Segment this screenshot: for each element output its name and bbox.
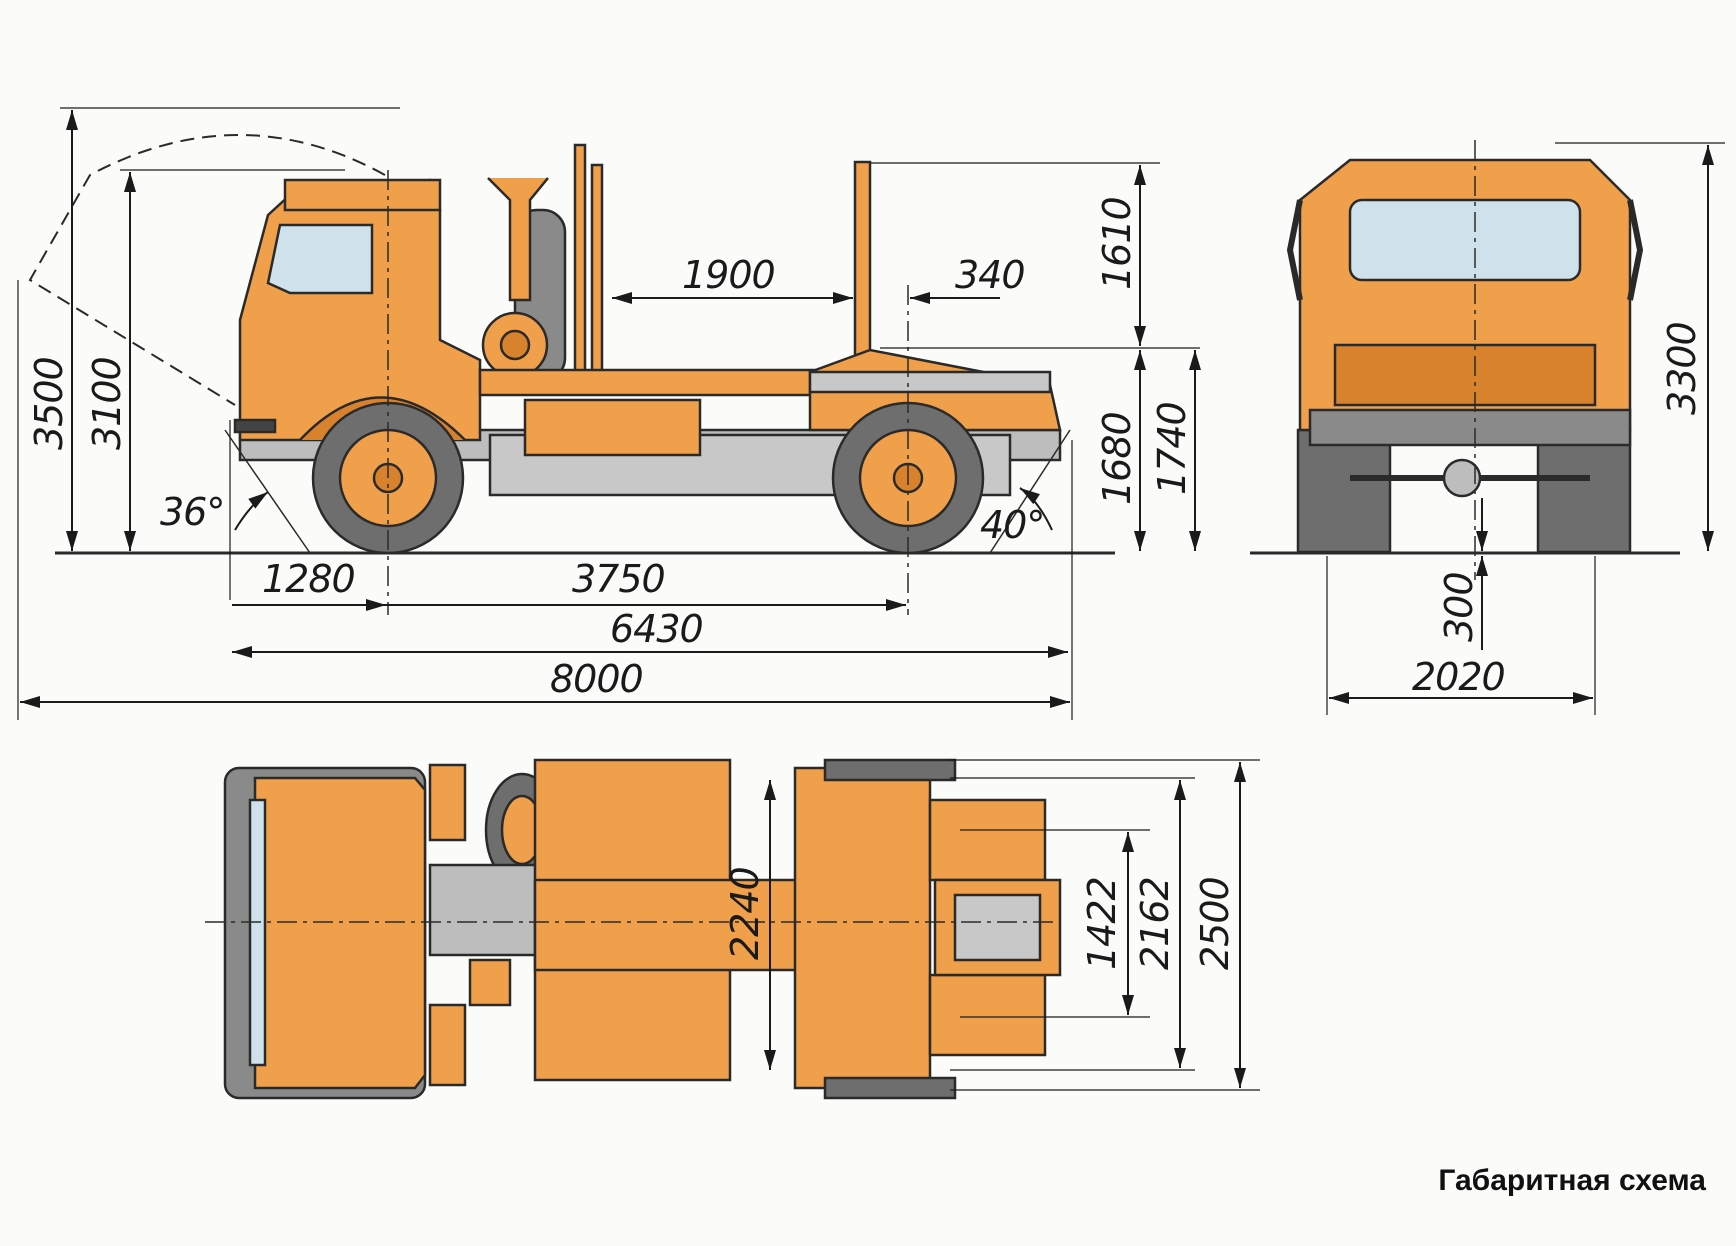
dim-track: 2020 (1412, 655, 1505, 699)
dim-frame-height: 1680 (1095, 412, 1139, 505)
dim-length-rear-axle: 6430 (610, 607, 703, 651)
dim-angle-rear: 40° (980, 503, 1044, 547)
dim-ground-clearance: 300 (1437, 572, 1481, 642)
dim-length-overall: 8000 (550, 657, 643, 701)
dim-stake-height: 1610 (1095, 197, 1139, 290)
dim-stake-offset: 1900 (682, 253, 775, 297)
dim-platform-height: 1740 (1150, 402, 1194, 495)
dim-front-height: 3300 (1660, 322, 1704, 415)
side-dimension-lines (17, 107, 1201, 720)
dim-rear-offset: 340 (955, 253, 1025, 297)
dim-height-overall: 3500 (27, 357, 71, 450)
dim-angle-front: 36° (160, 490, 224, 534)
front-dimension-lines (1326, 142, 1725, 715)
top-view (205, 758, 1062, 1100)
side-view (28, 134, 1115, 615)
top-dimension-lines (764, 759, 1260, 1091)
front-view (1250, 140, 1680, 580)
dim-inner-width: 1422 (1080, 877, 1124, 970)
dim-front-overhang: 1280 (262, 557, 355, 601)
dim-frame-width: 2240 (723, 867, 767, 960)
diagram-caption: Габаритная схема (1438, 1164, 1706, 1197)
dim-height-cab: 3100 (85, 357, 129, 450)
dim-wheelbase: 3750 (572, 557, 665, 601)
dim-overall-width: 2500 (1193, 877, 1237, 970)
dim-outer-width: 2162 (1133, 877, 1177, 970)
